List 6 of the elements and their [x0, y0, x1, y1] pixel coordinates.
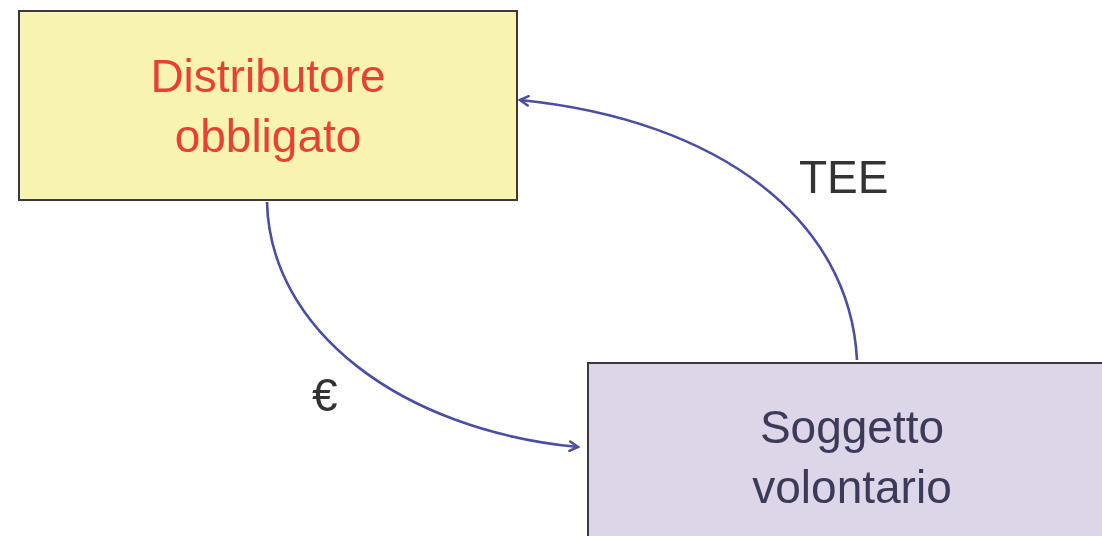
node-label: Soggetto volontario — [751, 400, 953, 515]
arrow — [265, 201, 580, 452]
process-box — [587, 362, 1102, 536]
process-box — [18, 10, 518, 201]
node-label: Distributore obbligato — [149, 48, 387, 164]
arrow — [518, 95, 859, 361]
